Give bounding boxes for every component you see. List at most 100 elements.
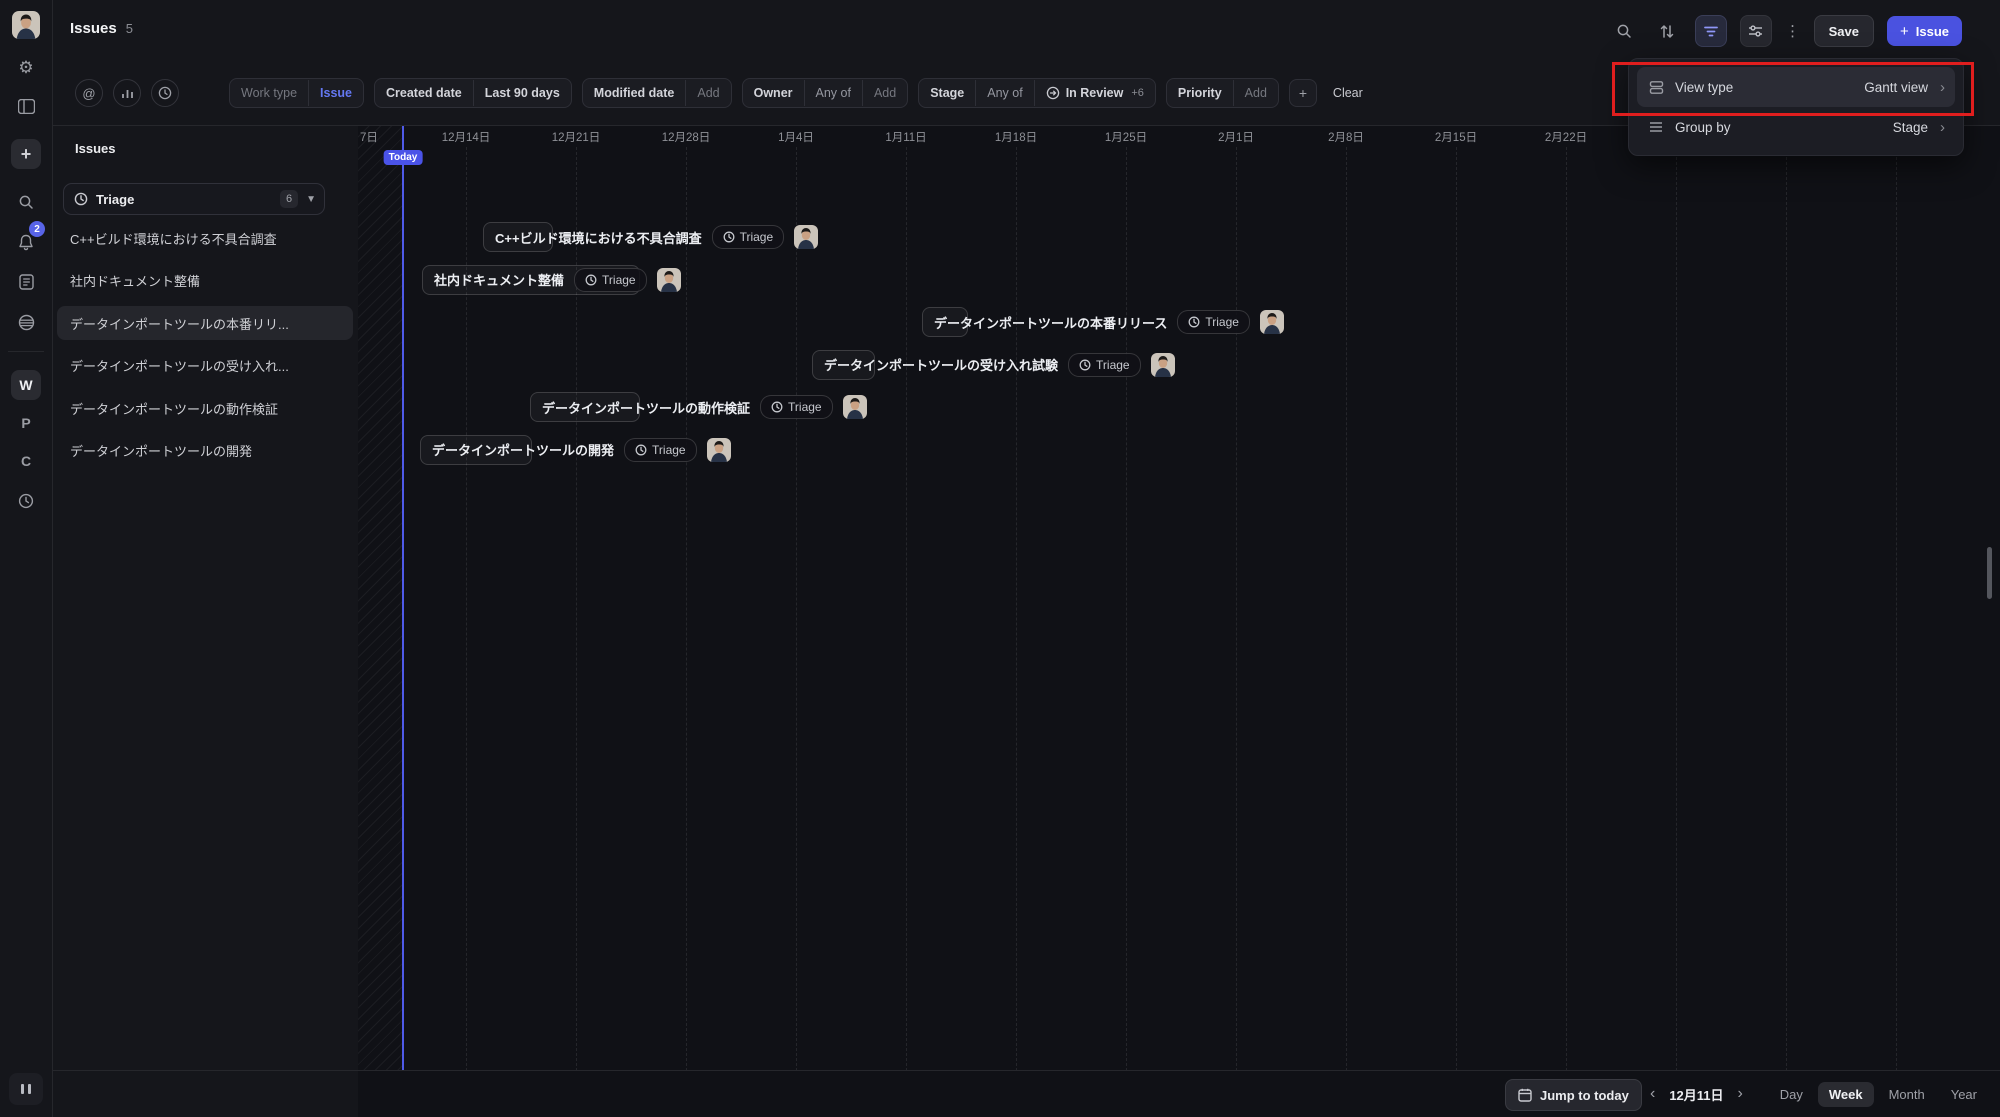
current-date-label: 12月11日 [1669, 1087, 1724, 1103]
menu-item-view-type[interactable]: View type Gantt view › [1637, 67, 1955, 107]
filter-created-label[interactable]: Created date [386, 86, 462, 100]
list-item[interactable]: 社内ドキュメント整備 [70, 274, 201, 289]
filter-owner-label[interactable]: Owner [753, 86, 793, 100]
list-item[interactable]: データインポートツールの開発 [70, 444, 253, 459]
gantt-bar[interactable] [530, 392, 640, 422]
stats-filter-icon[interactable] [113, 79, 141, 107]
week-gridline [906, 147, 907, 1071]
filter-stage-value[interactable]: In Review +6 [1033, 80, 1155, 106]
assignee-avatar[interactable] [1150, 352, 1175, 377]
timeline-date: 12月14日 [441, 132, 491, 144]
filter-bar: @ Work type Issue Created date Last 90 d… [75, 78, 1363, 108]
zoom-year-button[interactable]: Year [1950, 1086, 1977, 1102]
gantt-task-title: C++ビルド環境における不具合調査 [495, 230, 702, 246]
filter-owner-operator[interactable]: Any of [803, 80, 862, 106]
vertical-scrollbar[interactable] [1987, 547, 1992, 599]
timeline-date: 1月25日 [1104, 132, 1148, 144]
timeline-date: 1月4日 [778, 132, 814, 144]
workspace-p-button[interactable]: P [21, 415, 31, 431]
gantt-task-title: データインポートツールの開発 [432, 443, 615, 458]
filter-owner: Owner Any of Add [741, 78, 909, 108]
save-button[interactable]: Save [1813, 15, 1874, 47]
week-gridline [1126, 147, 1127, 1071]
database-icon[interactable] [11, 307, 41, 337]
next-week-button[interactable]: › [1737, 1085, 1743, 1102]
filter-work-type-value[interactable]: Issue [308, 80, 363, 106]
filter-stage-label[interactable]: Stage [930, 86, 965, 100]
gantt-task-title: 社内ドキュメント整備 [434, 273, 565, 288]
gantt-bar[interactable] [812, 349, 875, 380]
filter-stage-operator[interactable]: Any of [975, 80, 1033, 106]
assignee-avatar[interactable] [656, 267, 681, 292]
filter-work-type-label[interactable]: Work type [241, 86, 298, 100]
group-header-triage[interactable]: Triage 6 ▼ [63, 183, 325, 215]
add-filter-button[interactable]: + [1288, 79, 1317, 107]
filter-modified-add[interactable]: Add [685, 80, 730, 106]
user-avatar[interactable] [12, 11, 40, 39]
gantt-bar[interactable] [420, 434, 532, 465]
filter-created-value[interactable]: Last 90 days [472, 80, 571, 106]
list-item[interactable]: データインポートツールの受け入れ... [70, 359, 289, 374]
more-options-icon[interactable]: ⋮ [1785, 23, 1801, 40]
workspace-c-button[interactable]: C [20, 453, 32, 469]
triage-clock-icon [1079, 359, 1091, 370]
filter-owner-add[interactable]: Add [861, 80, 907, 106]
zoom-month-button[interactable]: Month [1888, 1086, 1925, 1102]
plus-icon: + [1899, 22, 1909, 40]
timeline-date: 2月15日 [1434, 132, 1478, 144]
gantt-bar[interactable] [483, 222, 553, 252]
workspace-w-button[interactable]: W [11, 370, 41, 400]
list-item[interactable]: データインポートツールの動作検証 [70, 401, 279, 417]
stage-badge: Triage [1068, 352, 1141, 377]
triage-clock-icon [585, 274, 597, 285]
toolbar-right: ⋮ Save + Issue [1609, 15, 1962, 47]
documents-icon[interactable] [11, 267, 41, 297]
filter-funnel-button[interactable] [1694, 15, 1727, 47]
assignee-avatar[interactable] [706, 437, 731, 462]
notifications-bell-icon[interactable]: 2 [11, 221, 45, 257]
gantt-footer: Jump to today ‹ 12月11日 › Day Week Month … [52, 1070, 2000, 1117]
gantt-bar[interactable] [922, 307, 968, 337]
settings-gear-icon[interactable]: ⚙ [18, 58, 34, 77]
triage-clock-icon [723, 231, 735, 243]
sidebar-toggle-icon[interactable] [11, 91, 41, 121]
filter-priority-add[interactable]: Add [1232, 80, 1278, 106]
timeline-date: 2月22日 [1544, 132, 1588, 144]
recent-filter-icon[interactable] [151, 79, 179, 107]
clear-filters-button[interactable]: Clear [1332, 86, 1363, 100]
prev-week-button[interactable]: ‹ [1650, 1085, 1656, 1102]
rail-divider [8, 351, 44, 352]
pause-icon[interactable] [9, 1073, 43, 1105]
new-issue-button[interactable]: + Issue [1886, 16, 1962, 46]
zoom-day-button[interactable]: Day [1779, 1086, 1803, 1102]
gantt-row: データインポートツールの動作検証 Triage [358, 392, 2000, 422]
stage-badge: Triage [711, 225, 785, 249]
issues-list: C++ビルド環境における不具合調査 社内ドキュメント整備 データインポートツール… [57, 221, 353, 476]
view-settings-button[interactable] [1739, 15, 1772, 47]
week-gridline [1786, 147, 1787, 1071]
mention-filter-icon[interactable]: @ [75, 79, 103, 107]
sort-icon[interactable] [1652, 16, 1682, 46]
issue-count: 5 [125, 21, 133, 36]
gantt-task-title: データインポートツールの動作検証 [542, 400, 751, 416]
today-badge: Today [383, 150, 423, 165]
filter-priority-label[interactable]: Priority [1177, 86, 1222, 100]
chevron-down-icon: ▼ [306, 193, 316, 205]
assignee-avatar[interactable] [1259, 310, 1284, 334]
list-item-selected[interactable]: データインポートツールの本番リリ... [57, 306, 353, 340]
search-toolbar-icon[interactable] [1609, 16, 1639, 46]
date-navigation: ‹ 12月11日 › [1650, 1079, 1743, 1109]
jump-to-today-button[interactable]: Jump to today [1505, 1079, 1642, 1111]
filter-modified-label[interactable]: Modified date [593, 86, 675, 100]
zoom-week-button[interactable]: Week [1817, 1081, 1874, 1107]
assignee-avatar[interactable] [794, 225, 819, 249]
history-clock-icon[interactable] [11, 486, 41, 516]
menu-item-group-by[interactable]: Group by Stage › [1637, 107, 1955, 147]
timeline-date: 12月21日 [551, 132, 601, 144]
create-button[interactable]: + [11, 139, 41, 169]
list-item[interactable]: C++ビルド環境における不具合調査 [70, 231, 277, 247]
search-icon[interactable] [11, 187, 41, 217]
assignee-avatar[interactable] [842, 395, 867, 419]
